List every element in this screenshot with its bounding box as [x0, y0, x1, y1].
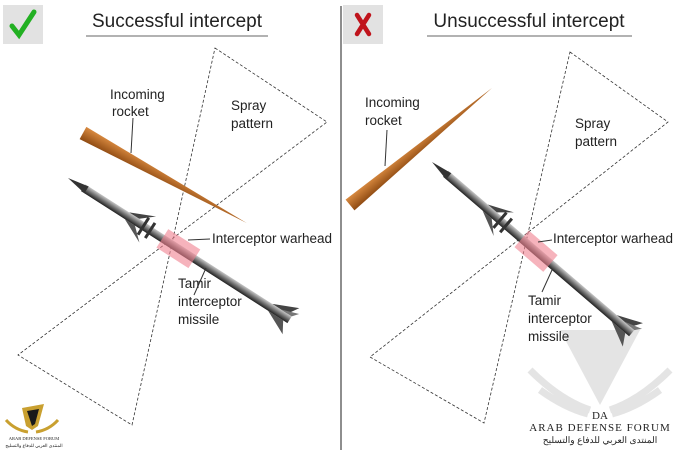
rocket-leader [384, 129, 388, 167]
label-warhead: Interceptor warhead [212, 231, 332, 246]
label-missile: missile [528, 329, 569, 344]
missile-leader [193, 267, 207, 296]
rocket-leader [130, 117, 134, 154]
label-incoming: Incoming [110, 87, 165, 102]
label-tamir: Tamir [178, 276, 212, 291]
check-icon [9, 9, 37, 40]
svg-text:ARAB DEFENSE FORUM: ARAB DEFENSE FORUM [9, 436, 60, 441]
watermark-name: ARAB DEFENSE FORUM [529, 422, 670, 434]
spray-pattern [17, 47, 328, 426]
panel-title: Unsuccessful intercept [433, 11, 625, 32]
label-warhead: Interceptor warhead [553, 231, 673, 246]
missile-leader [541, 269, 553, 293]
interceptor-warhead [514, 230, 558, 272]
label-incoming: Incoming [365, 95, 420, 110]
tamir-missile [421, 150, 646, 349]
label-pattern: pattern [231, 116, 273, 131]
incoming-rocket [79, 126, 247, 224]
x-icon [354, 12, 372, 37]
label-interceptor: interceptor [528, 311, 592, 326]
label-pattern: pattern [575, 134, 617, 149]
panel-unsuccessful: Unsuccessful intercept DA ARAB DEFENSE F… [343, 5, 673, 446]
watermark-monogram: DA [592, 410, 608, 422]
watermark-logo-small: ARAB DEFENSE FORUM المنتدى العربي للدفاع… [4, 404, 63, 449]
label-spray: Spray [575, 116, 611, 131]
spray-pattern [369, 51, 669, 424]
warhead-leader [537, 239, 553, 243]
interceptor-warhead [156, 229, 201, 269]
tamir-missile [59, 165, 302, 336]
warhead-leader [187, 238, 211, 241]
panel-successful: Successful intercept Incoming rocket Spr… [3, 5, 332, 449]
watermark-logo-large [527, 330, 673, 418]
label-interceptor: interceptor [178, 294, 242, 309]
panel-title: Successful intercept [92, 11, 263, 32]
label-rocket: rocket [365, 113, 402, 128]
watermark-arabic: المنتدى العربي للدفاع والتسليح [543, 435, 657, 446]
svg-text:المنتدى العربي للدفاع والتسليح: المنتدى العربي للدفاع والتسليح [5, 443, 62, 449]
label-tamir: Tamir [528, 293, 562, 308]
incoming-rocket [345, 87, 492, 211]
label-rocket: rocket [112, 104, 149, 119]
label-spray: Spray [231, 98, 267, 113]
label-missile: missile [178, 312, 219, 327]
